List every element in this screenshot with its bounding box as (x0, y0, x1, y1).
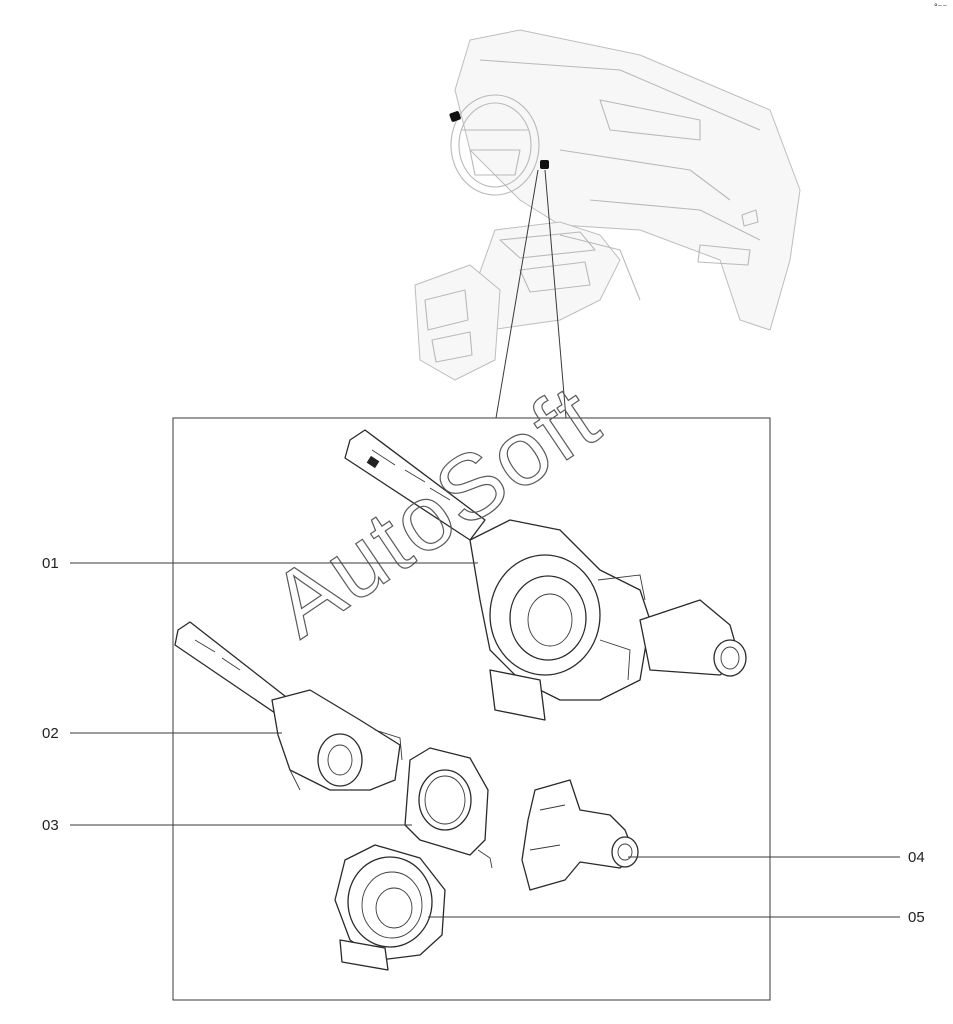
callout-label-04: 04 (908, 849, 925, 866)
steering-wheel-outline (450, 94, 540, 196)
callout-leader-lines (70, 562, 900, 918)
switch-location-marker-right (540, 160, 549, 169)
callout-label-05: 05 (908, 909, 925, 926)
callout-label-03: 03 (42, 817, 59, 834)
corner-mark: °⁻⁻ (934, 2, 947, 12)
callout-label-01: 01 (42, 555, 59, 572)
part-01-combination-switch (344, 429, 747, 721)
dashboard-overview (414, 29, 801, 419)
detail-frame (172, 417, 771, 1001)
part-05-clock-spring (334, 844, 446, 971)
part-02-light-switch (174, 621, 403, 791)
part-04-wiper-switch (521, 779, 639, 891)
switch-location-marker-left (449, 111, 461, 122)
callout-label-02: 02 (42, 725, 59, 742)
part-03-angle-sensor (404, 747, 493, 869)
